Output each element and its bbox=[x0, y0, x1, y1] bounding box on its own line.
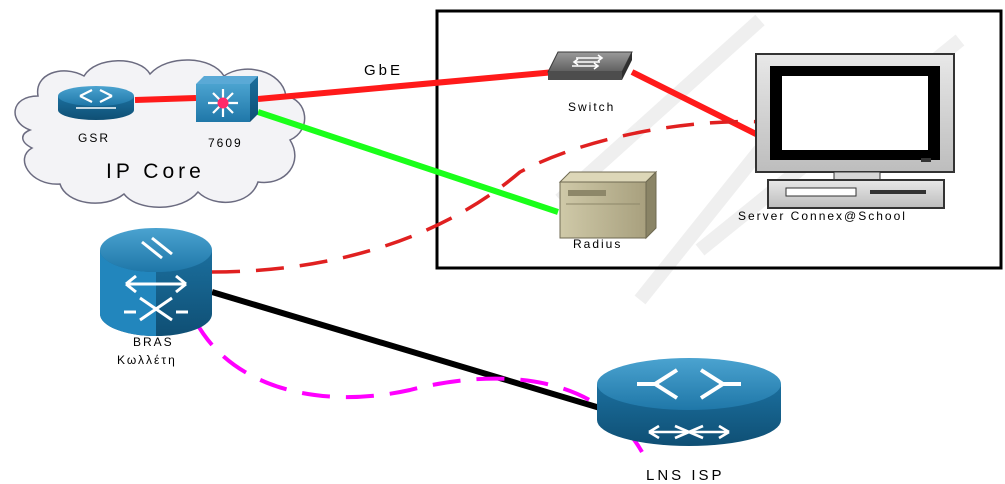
link-7609-switch-gbe bbox=[257, 69, 556, 102]
server-icon[interactable] bbox=[558, 170, 658, 240]
ip-core-cloud bbox=[14, 59, 306, 208]
layer3-switch-icon[interactable] bbox=[196, 76, 258, 122]
tunnel-bras-server bbox=[211, 119, 769, 274]
link-7609-radius bbox=[257, 109, 559, 215]
server-room-frame bbox=[435, 9, 1003, 270]
bras-label: BRAS bbox=[133, 335, 174, 349]
computer-icon[interactable] bbox=[755, 53, 955, 209]
gbe-label: GbE bbox=[364, 62, 403, 79]
switch-label: Switch bbox=[568, 100, 615, 114]
link-bras-lns bbox=[211, 289, 601, 411]
lns-label: LNS ISP bbox=[646, 467, 725, 484]
router-icon[interactable] bbox=[597, 358, 781, 446]
ip-core-label: IP Core bbox=[106, 160, 205, 183]
server-label: Server Connex@School bbox=[738, 209, 907, 223]
link-switch-server bbox=[630, 69, 770, 143]
radius-label: Radius bbox=[573, 237, 622, 251]
gsr-label: GSR bbox=[78, 131, 110, 145]
tunnel-bras-lns bbox=[194, 321, 644, 453]
workgroup-switch-icon[interactable] bbox=[547, 51, 633, 80]
bras-location-label: Κωλλέτη bbox=[117, 353, 177, 367]
router-icon[interactable] bbox=[58, 86, 134, 120]
7609-label: 7609 bbox=[208, 136, 243, 150]
atm-switch-icon[interactable] bbox=[100, 228, 212, 336]
link-gsr-7609 bbox=[134, 95, 197, 103]
